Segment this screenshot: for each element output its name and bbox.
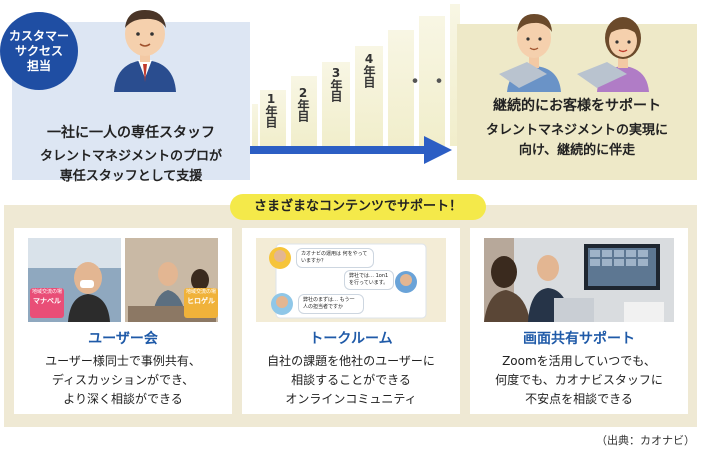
support-panel xyxy=(457,24,697,180)
card-talk-room-title: トークルーム xyxy=(309,331,393,347)
talk-bubble-3: 弊社のまずは… もう一人の担当者ですか xyxy=(298,294,364,314)
step-bar-2 xyxy=(291,74,317,146)
step-bar-1 xyxy=(260,88,286,146)
manaberu-logo: 地域交流の場 マナベル xyxy=(30,288,64,318)
step-bar-0 xyxy=(252,102,258,146)
card-user-meetup-title: ユーザー会 xyxy=(88,331,158,347)
user-meetup-photo: 地域交流の場 マナベル 地域交流の場 ヒロゲル xyxy=(28,238,218,322)
support-description-line-2: 向け、継続的に伴走 xyxy=(518,143,636,158)
support-description: タレントマネジメントの実現に 向け、継続的に伴走 xyxy=(457,121,697,161)
card-talk-room-text: 自社の課題を他社のユーザーに 相談することができる オンラインコミュニティ xyxy=(242,352,460,409)
screen-share-photo xyxy=(484,238,674,322)
step-bar-3 xyxy=(322,60,350,146)
support-team-illustration xyxy=(499,14,649,92)
step-label-4: 4年目 xyxy=(362,52,376,87)
badge-line-2: サクセス xyxy=(14,43,63,58)
card-user-meetup-text-3: より深く相談ができる xyxy=(63,392,183,406)
hirogeru-logo: 地域交流の場 ヒロゲル xyxy=(184,288,218,318)
card-user-meetup-text: ユーザー様同士で事例共有、 ディスカッションができ、 より深く相談ができる xyxy=(14,352,232,409)
card-screen-share-text-3: 不安点を相談できる xyxy=(525,392,633,406)
customer-success-badge: カスタマー サクセス 担当 xyxy=(0,12,78,90)
step-bar-4 xyxy=(355,44,383,146)
card-user-meetup-text-1: ユーザー様同士で事例共有、 xyxy=(45,354,201,368)
card-screen-share-title: 画面共有サポート xyxy=(523,331,635,347)
support-description-line-1: タレントマネジメントの実現に xyxy=(485,123,668,138)
source-credit: （出典：カオナビ） xyxy=(596,434,695,447)
talk-bubble-2: 弊社では… 1on1を行っています。 xyxy=(344,270,394,290)
card-screen-share-text-2: 何度でも、カオナビスタッフに xyxy=(495,373,663,387)
card-talk-room: カオナビの運用は 何をやっていますか？ 弊社では… 1on1を行っています。 弊… xyxy=(242,228,460,414)
hirogeru-logo-text: ヒロゲル xyxy=(187,297,215,305)
card-talk-room-text-2: 相談することができる xyxy=(291,373,411,387)
staff-title: 一社に一人の専任スタッフ xyxy=(47,125,215,141)
badge-line-3: 担当 xyxy=(26,58,51,73)
staff-description-line-1: タレントマネジメントのプロが xyxy=(39,149,222,164)
step-bar-7 xyxy=(450,2,460,146)
card-talk-room-text-3: オンラインコミュニティ xyxy=(285,392,417,406)
step-bar-6 xyxy=(419,14,445,146)
step-label-3: 3年目 xyxy=(329,66,343,101)
talk-bubble-1: カオナビの運用は 何をやっていますか？ xyxy=(296,248,374,268)
step-bar-5 xyxy=(388,28,414,146)
contents-banner: さまざまなコンテンツでサポート！ xyxy=(230,194,486,220)
progress-arrow-shaft xyxy=(250,146,428,154)
card-user-meetup: 地域交流の場 マナベル 地域交流の場 ヒロゲル ユーザー会 ユーザー様同士で事例… xyxy=(14,228,232,414)
card-screen-share-text-1: Zoomを活用していつでも、 xyxy=(502,354,656,368)
talk-room-illustration: カオナビの運用は 何をやっていますか？ 弊社では… 1on1を行っています。 弊… xyxy=(256,238,446,322)
badge-line-1: カスタマー xyxy=(8,28,69,43)
manaberu-logo-text: マナベル xyxy=(33,297,61,305)
manaberu-logo-caption: 地域交流の場 xyxy=(31,289,62,295)
staff-person-illustration xyxy=(114,10,176,92)
progress-arrow-head xyxy=(424,136,452,164)
hirogeru-logo-caption: 地域交流の場 xyxy=(185,289,216,295)
card-screen-share: 画面共有サポート Zoomを活用していつでも、 何度でも、カオナビスタッフに 不… xyxy=(470,228,688,414)
staff-description: タレントマネジメントのプロが 専任スタッフとして支援 xyxy=(12,147,250,187)
card-screen-share-text: Zoomを活用していつでも、 何度でも、カオナビスタッフに 不安点を相談できる xyxy=(470,352,688,409)
card-user-meetup-text-2: ディスカッションができ、 xyxy=(51,373,195,387)
support-title: 継続的にお客様をサポート xyxy=(493,98,661,114)
step-label-1: 1年目 xyxy=(264,92,278,127)
staff-description-line-2: 専任スタッフとして支援 xyxy=(59,169,203,184)
step-label-2: 2年目 xyxy=(296,86,310,121)
card-talk-room-text-1: 自社の課題を他社のユーザーに xyxy=(267,354,435,368)
